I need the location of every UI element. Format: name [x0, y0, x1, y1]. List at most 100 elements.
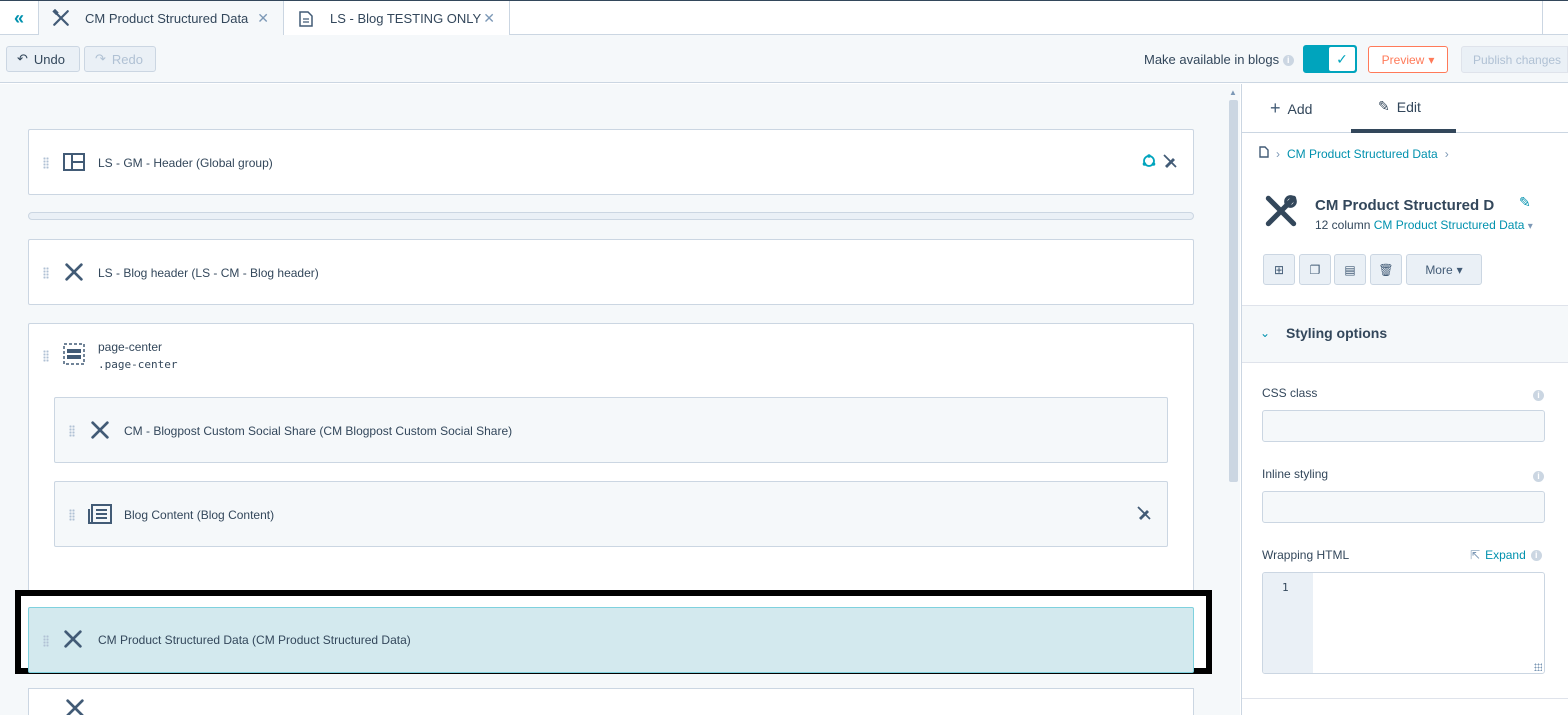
module-label: LS - GM - Header (Global group): [98, 156, 273, 170]
section-divider: [1242, 698, 1568, 699]
caret-down-icon: ▾: [1428, 52, 1435, 67]
more-label: More: [1425, 262, 1453, 277]
tab-cm-product-structured-data[interactable]: CM Product Structured Data ✕: [39, 1, 284, 35]
styling-options-label: Styling options: [1286, 325, 1388, 341]
breadcrumb-link[interactable]: CM Product Structured Data: [1287, 146, 1438, 161]
make-available-label: Make available in blogs i: [1144, 52, 1294, 67]
close-icon[interactable]: ✕: [257, 9, 269, 26]
caret-down-icon[interactable]: ▾: [1527, 221, 1533, 232]
module-label: CM - Blogpost Custom Social Share (CM Bl…: [124, 424, 513, 438]
undo-button[interactable]: ↶ Undo: [6, 46, 80, 72]
drag-handle[interactable]: [69, 509, 75, 521]
make-available-text: Make available in blogs: [1144, 52, 1280, 67]
redo-icon: ↷: [95, 51, 106, 66]
breadcrumb: › CM Product Structured Data ›: [1259, 146, 1449, 161]
module-blog-header[interactable]: LS - Blog header (LS - CM - Blog header): [28, 239, 1194, 305]
line-number: 1: [1282, 581, 1289, 594]
no-edit-icon: [1136, 505, 1152, 526]
module-blog-content[interactable]: Blog Content (Blog Content): [54, 481, 1168, 547]
editor-toolbar: ↶ Undo ↷ Redo Make available in blogs i …: [0, 35, 1568, 83]
page-icon[interactable]: [1259, 146, 1269, 161]
wrapping-html-editor[interactable]: 1: [1262, 572, 1545, 674]
chevron-right-icon: ›: [1444, 146, 1449, 161]
empty-drop-zone[interactable]: [28, 212, 1194, 220]
module-social-share[interactable]: CM - Blogpost Custom Social Share (CM Bl…: [54, 397, 1168, 463]
undo-label: Undo: [33, 51, 65, 67]
preview-label: Preview: [1381, 52, 1425, 67]
module-label: Blog Content (Blog Content): [124, 508, 275, 522]
more-button[interactable]: More ▾: [1406, 254, 1482, 285]
split-icon: ⊞: [1273, 262, 1285, 277]
tools-icon: [62, 260, 86, 284]
info-icon[interactable]: i: [1533, 468, 1544, 486]
group-icon: ▤: [1344, 262, 1356, 277]
redo-label: Redo: [111, 51, 143, 67]
active-tab-indicator: [1351, 129, 1456, 133]
module-header-global-group[interactable]: LS - GM - Header (Global group): [28, 129, 1194, 195]
css-class-input[interactable]: [1262, 410, 1545, 442]
inline-styling-input[interactable]: [1262, 491, 1545, 523]
info-icon[interactable]: i: [1282, 55, 1294, 67]
chevron-down-icon: ⌄: [1260, 326, 1271, 340]
make-available-toggle[interactable]: ✓: [1303, 45, 1357, 73]
group-page-center[interactable]: page-center .page-center CM - Blogpost C…: [28, 323, 1194, 623]
collapse-tabs-button[interactable]: «: [0, 1, 39, 35]
insert-column-button[interactable]: ⊞: [1263, 254, 1295, 285]
redo-button[interactable]: ↷ Redo: [84, 46, 156, 72]
drag-handle[interactable]: [43, 635, 49, 647]
edit-name-pencil-icon[interactable]: ✎: [1519, 194, 1531, 210]
drag-handle[interactable]: [43, 267, 49, 279]
publish-changes-button[interactable]: Publish changes: [1461, 46, 1568, 73]
module-type-link[interactable]: CM Product Structured Data: [1373, 218, 1525, 232]
preview-button[interactable]: Preview ▾: [1368, 46, 1448, 73]
resize-handle[interactable]: [1534, 663, 1542, 671]
tab-edit-label: Edit: [1396, 98, 1421, 115]
tools-icon: [1262, 192, 1300, 230]
caret-down-icon: ▾: [1456, 262, 1463, 277]
scrollbar-thumb[interactable]: [1229, 100, 1238, 482]
tab-add-label: Add: [1287, 100, 1313, 117]
global-sync-icon[interactable]: [1142, 154, 1156, 173]
close-icon[interactable]: ✕: [483, 10, 495, 26]
info-icon[interactable]: i: [1530, 549, 1542, 561]
styling-options-header[interactable]: ⌄ Styling options: [1242, 306, 1568, 362]
plus-icon: +: [1270, 98, 1281, 118]
tab-add[interactable]: + Add: [1270, 98, 1312, 119]
chevron-right-icon: ›: [1276, 146, 1280, 161]
drag-handle[interactable]: [43, 157, 49, 169]
scroll-up-icon[interactable]: ▲: [1229, 88, 1237, 97]
tools-icon: [51, 9, 71, 27]
tools-icon: [88, 418, 112, 442]
module-subtitle: 12 column CM Product Structured Data ▾: [1315, 218, 1533, 232]
delete-button[interactable]: 🗑: [1370, 254, 1402, 285]
clone-button[interactable]: ❐: [1299, 254, 1331, 285]
layout-icon: [62, 150, 86, 174]
tab-bar: « CM Product Structured Data ✕ LS - Blog…: [0, 0, 1568, 36]
undo-icon: ↶: [17, 51, 28, 66]
group-css-class: .page-center: [98, 358, 178, 371]
wrap-in-group-button[interactable]: ▤: [1334, 254, 1366, 285]
tab-ls-blog-testing-only[interactable]: LS - Blog TESTING ONLY ✕: [284, 1, 510, 36]
module-label: LS - Blog header (LS - CM - Blog header): [98, 266, 319, 280]
double-chevron-left-icon: «: [13, 7, 24, 28]
publish-label: Publish changes: [1473, 52, 1562, 67]
column-text: 12 column: [1315, 218, 1371, 232]
expand-button[interactable]: ⇱ Expand i: [1470, 548, 1542, 562]
drag-handle[interactable]: [43, 350, 49, 362]
module-cm-product-structured-data[interactable]: CM Product Structured Data (CM Product S…: [28, 607, 1194, 673]
trash-icon: 🗑: [1378, 262, 1394, 277]
inspector-panel: + Add ✎ Edit › CM Product Structured Dat…: [1241, 84, 1568, 715]
tab-edit[interactable]: ✎ Edit: [1378, 98, 1421, 115]
page-icon: [296, 10, 316, 27]
tab-label: LS - Blog TESTING ONLY: [330, 11, 482, 26]
css-class-label: CSS class: [1262, 386, 1318, 400]
canvas-scrollbar[interactable]: ▲: [1226, 84, 1240, 715]
tab-label: CM Product Structured Data: [85, 10, 249, 26]
info-icon[interactable]: i: [1533, 387, 1544, 405]
drag-handle[interactable]: [69, 425, 75, 437]
wrapping-html-label: Wrapping HTML: [1262, 548, 1350, 562]
group-icon: [62, 342, 86, 366]
copy-icon: ❐: [1309, 262, 1321, 277]
module-label: CM Product Structured Data (CM Product S…: [98, 633, 411, 647]
module-next-partial[interactable]: [28, 688, 1194, 715]
